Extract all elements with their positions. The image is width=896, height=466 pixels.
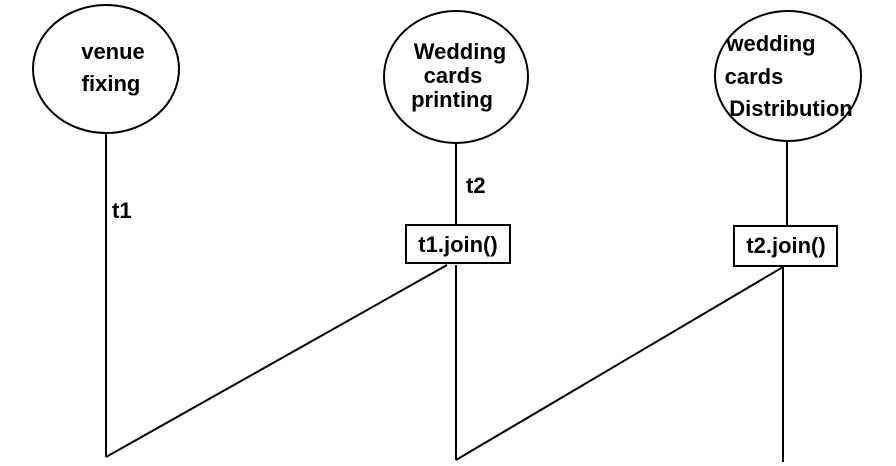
t2-join-box xyxy=(733,225,838,267)
join-connector-1 xyxy=(105,264,448,458)
t1-label: t1 xyxy=(112,198,132,223)
wedding-cards-distribution-label-line-3: Distribution xyxy=(729,96,852,121)
wedding-cards-printing-label-line-1: Wedding xyxy=(414,39,506,64)
t2-label: t2 xyxy=(466,173,486,198)
wedding-cards-printing-label-line-3: printing xyxy=(411,87,493,112)
venue-fixing-label-line-1: venue xyxy=(81,39,145,64)
join-connector-2 xyxy=(455,266,784,461)
wedding-cards-distribution-label-line-2: cards xyxy=(725,64,784,89)
venue-fixing-node xyxy=(32,4,180,134)
t1-join-box xyxy=(405,224,511,264)
wedding-cards-printing-label-line-2: cards xyxy=(424,63,483,88)
venue-fixing-label-line-2: fixing xyxy=(82,71,141,96)
t1-join-label: t1.join() xyxy=(418,232,497,257)
t2-join-label: t2.join() xyxy=(746,233,825,258)
wedding-cards-distribution-label-line-1: wedding xyxy=(725,31,815,56)
